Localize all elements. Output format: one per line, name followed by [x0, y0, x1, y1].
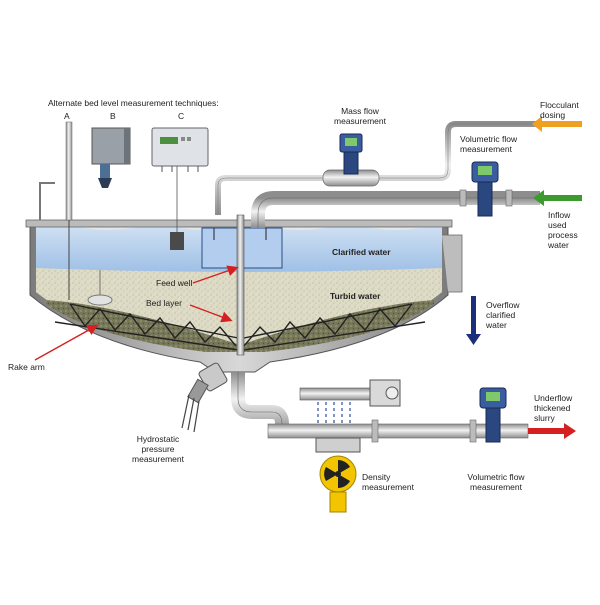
- bed-layer-zone: [46, 300, 434, 352]
- clarified-water-label: Clarified water: [332, 247, 391, 257]
- turbid-water-label: Turbid water: [330, 291, 381, 301]
- rake-arm-truss: [54, 303, 426, 351]
- density-gauge: [299, 379, 401, 513]
- underflow-arrow: [528, 423, 576, 439]
- overflow-label: Overflow clarified water: [486, 300, 520, 330]
- flocculant-arrow: [532, 116, 582, 132]
- diagram-title: Alternate bed level measurement techniqu…: [48, 98, 219, 108]
- mass-flow-meter: [322, 133, 380, 187]
- inflow-arrow: [533, 190, 582, 206]
- callout-arrows: [34, 265, 239, 361]
- technique-a-instrument: [39, 121, 113, 306]
- volumetric-flow-meter-top: [471, 161, 499, 217]
- technique-b-label: B: [110, 111, 116, 121]
- inflow-label: Inflow used process water: [548, 210, 578, 250]
- technique-c-label: C: [178, 111, 185, 121]
- flocculant-line: [215, 121, 540, 215]
- rake-arm-label: Rake arm: [8, 362, 45, 372]
- feed-well-label: Feed well: [156, 278, 193, 288]
- underflow-pipe: [231, 372, 529, 443]
- hydrostatic-sensor: [181, 362, 228, 433]
- central-shaft: [236, 214, 245, 356]
- underflow-label: Underflow thickened slurry: [534, 393, 573, 423]
- bed-layer-label: Bed layer: [146, 298, 182, 308]
- inflow-pipe: [251, 189, 540, 228]
- overflow-arrow: [466, 296, 481, 345]
- technique-a-label: A: [64, 111, 70, 121]
- volumetric-flow-meter-bottom: [479, 387, 507, 443]
- technique-b-instrument: [91, 127, 131, 188]
- technique-c-instrument: [151, 127, 209, 250]
